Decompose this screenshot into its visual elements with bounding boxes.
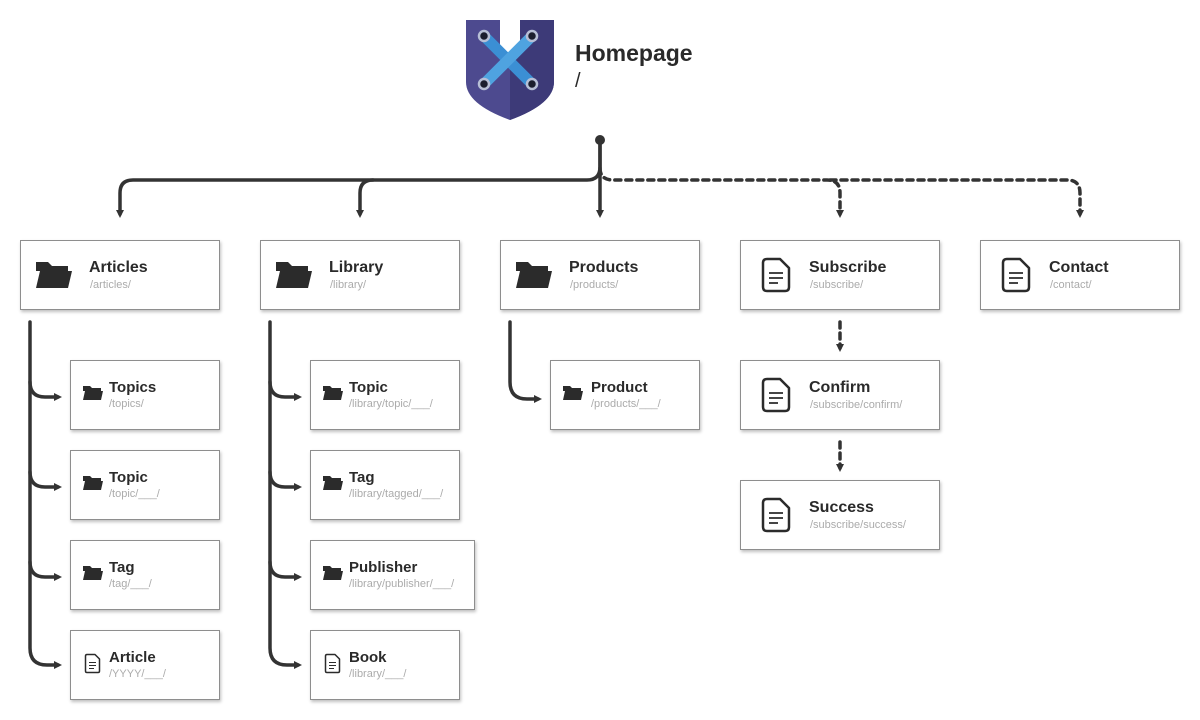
node-library-book[interactable]: Book /library/___/ <box>310 630 460 700</box>
folder-icon <box>83 565 103 585</box>
node-articles-topic[interactable]: Topic /topic/___/ <box>70 450 220 520</box>
node-library-tag[interactable]: Tag /library/tagged/___/ <box>310 450 460 520</box>
node-library-publisher[interactable]: Publisher /library/publisher/___/ <box>310 540 475 610</box>
document-icon <box>761 377 791 418</box>
edge-library-publisher <box>268 560 302 581</box>
logo <box>464 18 556 127</box>
node-library-topic[interactable]: Topic /library/topic/___/ <box>310 360 460 430</box>
edge-home-subscribe <box>598 166 844 218</box>
edge-articles-topics <box>28 380 62 401</box>
edge-products-product <box>508 320 542 403</box>
home-path: / <box>575 70 581 92</box>
node-subscribe-confirm[interactable]: Confirm /subscribe/confirm/ <box>740 360 940 430</box>
folder-icon <box>83 475 103 495</box>
folder-icon <box>515 259 553 294</box>
folder-icon <box>323 385 343 405</box>
node-subscribe[interactable]: Subscribe /subscribe/ <box>740 240 940 310</box>
edge-articles-trunk <box>28 320 62 669</box>
edge-articles-topic <box>28 470 62 491</box>
edge-library-topic <box>268 380 302 401</box>
document-icon <box>84 653 101 679</box>
folder-icon <box>35 259 73 294</box>
document-icon <box>761 497 791 538</box>
folder-icon <box>275 259 313 294</box>
node-articles-article[interactable]: Article /YYYY/___/ <box>70 630 220 700</box>
document-icon <box>324 653 341 679</box>
folder-icon <box>83 385 103 405</box>
document-icon <box>1001 257 1031 298</box>
node-subscribe-success[interactable]: Success /subscribe/success/ <box>740 480 940 550</box>
folder-icon <box>323 475 343 495</box>
folder-icon <box>323 565 343 585</box>
edge-home-contact <box>828 178 1084 218</box>
edge-library-trunk <box>268 320 302 669</box>
edge-articles-tag <box>28 560 62 581</box>
node-products-product[interactable]: Product /products/___/ <box>550 360 700 430</box>
node-products[interactable]: Products /products/ <box>500 240 700 310</box>
document-icon <box>761 257 791 298</box>
node-articles[interactable]: Articles /articles/ <box>20 240 220 310</box>
node-articles-topics[interactable]: Topics /topics/ <box>70 360 220 430</box>
node-library[interactable]: Library /library/ <box>260 240 460 310</box>
folder-icon <box>563 385 583 405</box>
edge-home-library <box>356 178 375 218</box>
node-articles-tag[interactable]: Tag /tag/___/ <box>70 540 220 610</box>
node-contact[interactable]: Contact /contact/ <box>980 240 1180 310</box>
home-title: Homepage <box>575 40 693 66</box>
edge-library-tag <box>268 470 302 491</box>
